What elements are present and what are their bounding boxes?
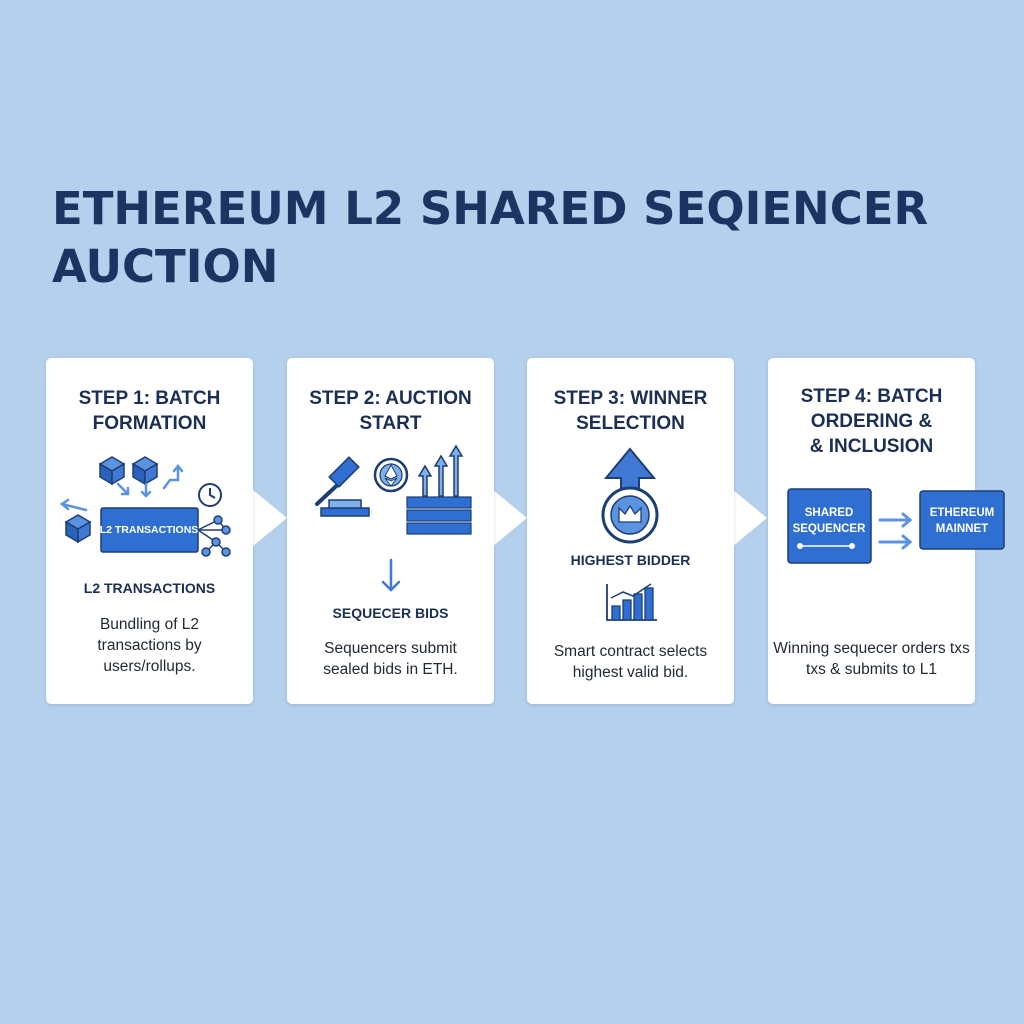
batch-formation-illustration: L2 TRANSACTIONS bbox=[59, 456, 231, 557]
cube-icon bbox=[64, 514, 92, 544]
step-3-description: Smart contract selects highest valid bid… bbox=[553, 643, 708, 681]
batch-inclusion-illustration: SHARED SEQUENCER ETHEREUM MAINNET bbox=[787, 488, 1005, 564]
arrow-connector-3 bbox=[733, 490, 767, 546]
step-2-title: STEP 2: AUCTION START bbox=[309, 388, 472, 434]
step-1-description: Bundling of L2 transactions by users/rol… bbox=[97, 616, 202, 675]
l2-transactions-box-label: L2 TRANSACTIONS bbox=[100, 524, 199, 536]
title-line-1: ETHEREUM L2 SHARED SEQIENCER bbox=[52, 182, 929, 235]
gavel-icon bbox=[315, 456, 370, 517]
arrow-icon bbox=[59, 463, 184, 512]
step-4-title: STEP 4: BATCH ORDERING & & INCLUSION bbox=[800, 386, 943, 457]
down-arrow-icon bbox=[381, 558, 401, 592]
svg-text:MAINNET: MAINNET bbox=[936, 523, 988, 535]
step-1-card: STEP 1: BATCH FORMATION L2 TRA bbox=[46, 358, 253, 704]
ethereum-mainnet-box: ETHEREUM MAINNET bbox=[919, 490, 1005, 550]
cube-icon bbox=[131, 456, 159, 486]
step-2-card: STEP 2: AUCTION START bbox=[287, 358, 494, 704]
arrow-connector-2 bbox=[493, 490, 527, 546]
forward-arrows-icon bbox=[878, 512, 913, 550]
step-3-card: STEP 3: WINNER SELECTION HIGHEST BIDDER … bbox=[527, 358, 734, 704]
step-2-description: Sequencers submit sealed bids in ETH. bbox=[323, 640, 458, 678]
step-1-title: STEP 1: BATCH FORMATION bbox=[78, 388, 221, 434]
step-4-description: Winning sequecer orders txs txs & submit… bbox=[773, 640, 970, 678]
svg-text:SHARED: SHARED bbox=[805, 507, 854, 519]
svg-text:SEQUENCER: SEQUENCER bbox=[793, 523, 867, 535]
svg-text:ETHEREUM: ETHEREUM bbox=[930, 507, 995, 519]
diagram-title: ETHEREUM L2 SHARED SEQIENCER AUCTION bbox=[52, 180, 952, 296]
crown-icon bbox=[601, 486, 659, 544]
bar-chart-icon bbox=[606, 583, 657, 621]
network-icon bbox=[197, 515, 231, 557]
arrow-connector-1 bbox=[253, 490, 287, 546]
step-4-card: STEP 4: BATCH ORDERING & & INCLUSION SHA… bbox=[768, 358, 1005, 704]
cube-icon bbox=[98, 456, 126, 486]
step-2-caption: SEQUECER BIDS bbox=[332, 605, 449, 621]
step-3-caption: HIGHEST BIDDER bbox=[570, 552, 691, 568]
step-3-title: STEP 3: WINNER SELECTION bbox=[553, 388, 708, 434]
bid-increase-arrows-icon bbox=[417, 444, 464, 497]
clock-icon bbox=[198, 483, 222, 507]
eth-coin-icon bbox=[373, 457, 409, 493]
step-1-caption: L2 TRANSACTIONS bbox=[83, 580, 216, 596]
auction-start-illustration bbox=[315, 444, 472, 592]
stacked-bids-icon bbox=[406, 496, 472, 535]
title-line-2: AUCTION bbox=[52, 240, 279, 293]
shared-sequencer-box: SHARED SEQUENCER bbox=[787, 488, 872, 564]
winner-selection-illustration bbox=[601, 447, 659, 621]
